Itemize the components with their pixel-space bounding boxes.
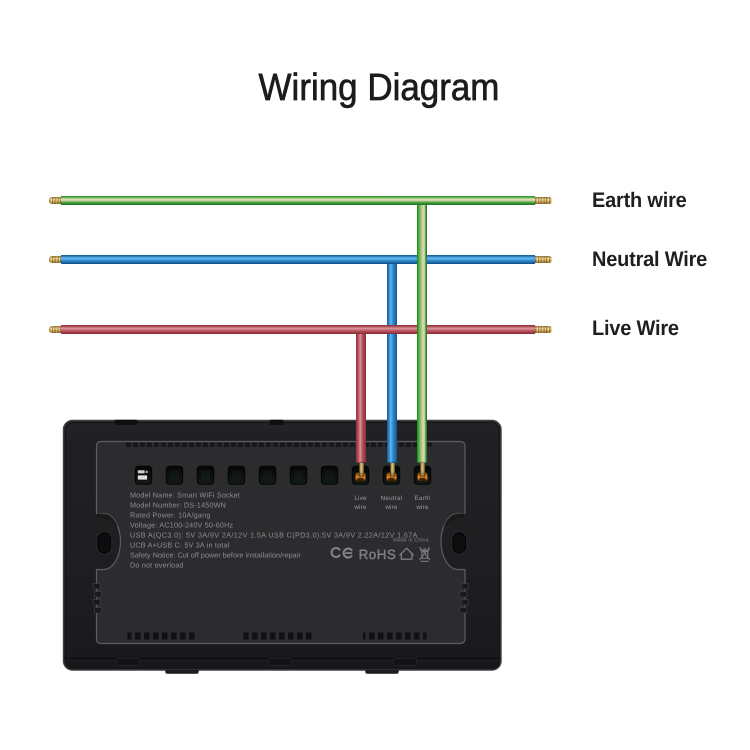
- info-line: Safety Notice: Cut off power before inst…: [130, 551, 301, 560]
- info-line: Rated Power: 10A/gang: [130, 511, 211, 520]
- terminal-label: wire: [353, 504, 367, 511]
- live-wire-horizontal: [48, 325, 553, 334]
- neutral-wire-horizontal: [48, 255, 553, 264]
- earth-wire-horizontal: [48, 196, 553, 205]
- info-line: Do not overload: [130, 561, 184, 570]
- info-line: USB A(QC3.0): 5V 3A/9V 2A/12V 1.5A USB C…: [130, 531, 418, 540]
- side-notches: [92, 583, 469, 614]
- top-notch: [269, 419, 284, 425]
- neutral-wire-tip-left: [48, 256, 61, 263]
- info-line: Model Number: DS-1450WN: [130, 501, 226, 510]
- terminal-hole: [134, 465, 153, 485]
- screw-recess-shadows: [97, 513, 465, 527]
- terminal-label: wire: [415, 504, 429, 511]
- made-in-text: Made in China: [393, 537, 428, 543]
- page-title: Wiring Diagram: [258, 66, 500, 109]
- info-line: UCB A+USB C: 5V 3A in total: [130, 541, 230, 550]
- live-wire-bare-end: [358, 463, 364, 477]
- info-line: Voltage: AC100-240V 50-60Hz: [130, 521, 234, 530]
- live-wire-tip-right: [535, 326, 553, 333]
- terminal-label: Live: [354, 495, 367, 502]
- terminal-labels: Live wire Neutral wire Earth wire: [353, 495, 430, 511]
- terminal-label: wire: [384, 504, 398, 511]
- legend-label-earth: Earth wire: [592, 188, 687, 212]
- ce-mark-icon: [330, 546, 353, 559]
- screw-hole-right: [451, 531, 468, 555]
- live-wire-vertical: [356, 329, 366, 463]
- info-line: Model Name: Smart WiFi Socket: [130, 491, 240, 500]
- earth-wire-bare-end: [419, 463, 425, 477]
- terminal-label: Earth: [414, 495, 430, 502]
- legend-label-neutral: Neutral Wire: [592, 247, 708, 271]
- terminal-holes: [134, 465, 432, 485]
- neutral-wire-tip-right: [535, 256, 553, 263]
- neutral-wire-vertical: [387, 259, 398, 463]
- fuse-icon: [137, 470, 148, 480]
- certification-marks: RoHS: [330, 546, 431, 562]
- earth-wire-tip-left: [48, 197, 61, 204]
- screw-hole-left: [96, 531, 113, 555]
- weee-bin-icon: [419, 547, 431, 562]
- terminal-label: Neutral: [381, 495, 403, 502]
- legend-label-live: Live Wire: [592, 317, 679, 341]
- top-vent-strip: [126, 442, 432, 447]
- house-icon: [399, 547, 414, 560]
- earth-wire-tip-right: [535, 197, 553, 204]
- top-notch: [114, 419, 138, 425]
- neutral-wire-bare-end: [389, 463, 395, 477]
- bottom-vents: [127, 632, 427, 640]
- bottom-seam: [64, 657, 501, 674]
- device-info-text: Model Name: Smart WiFi Socket Model Numb…: [130, 491, 429, 570]
- live-wire-tip-left: [48, 326, 61, 333]
- rohs-text: RoHS: [359, 547, 397, 562]
- earth-wire-vertical: [417, 200, 428, 463]
